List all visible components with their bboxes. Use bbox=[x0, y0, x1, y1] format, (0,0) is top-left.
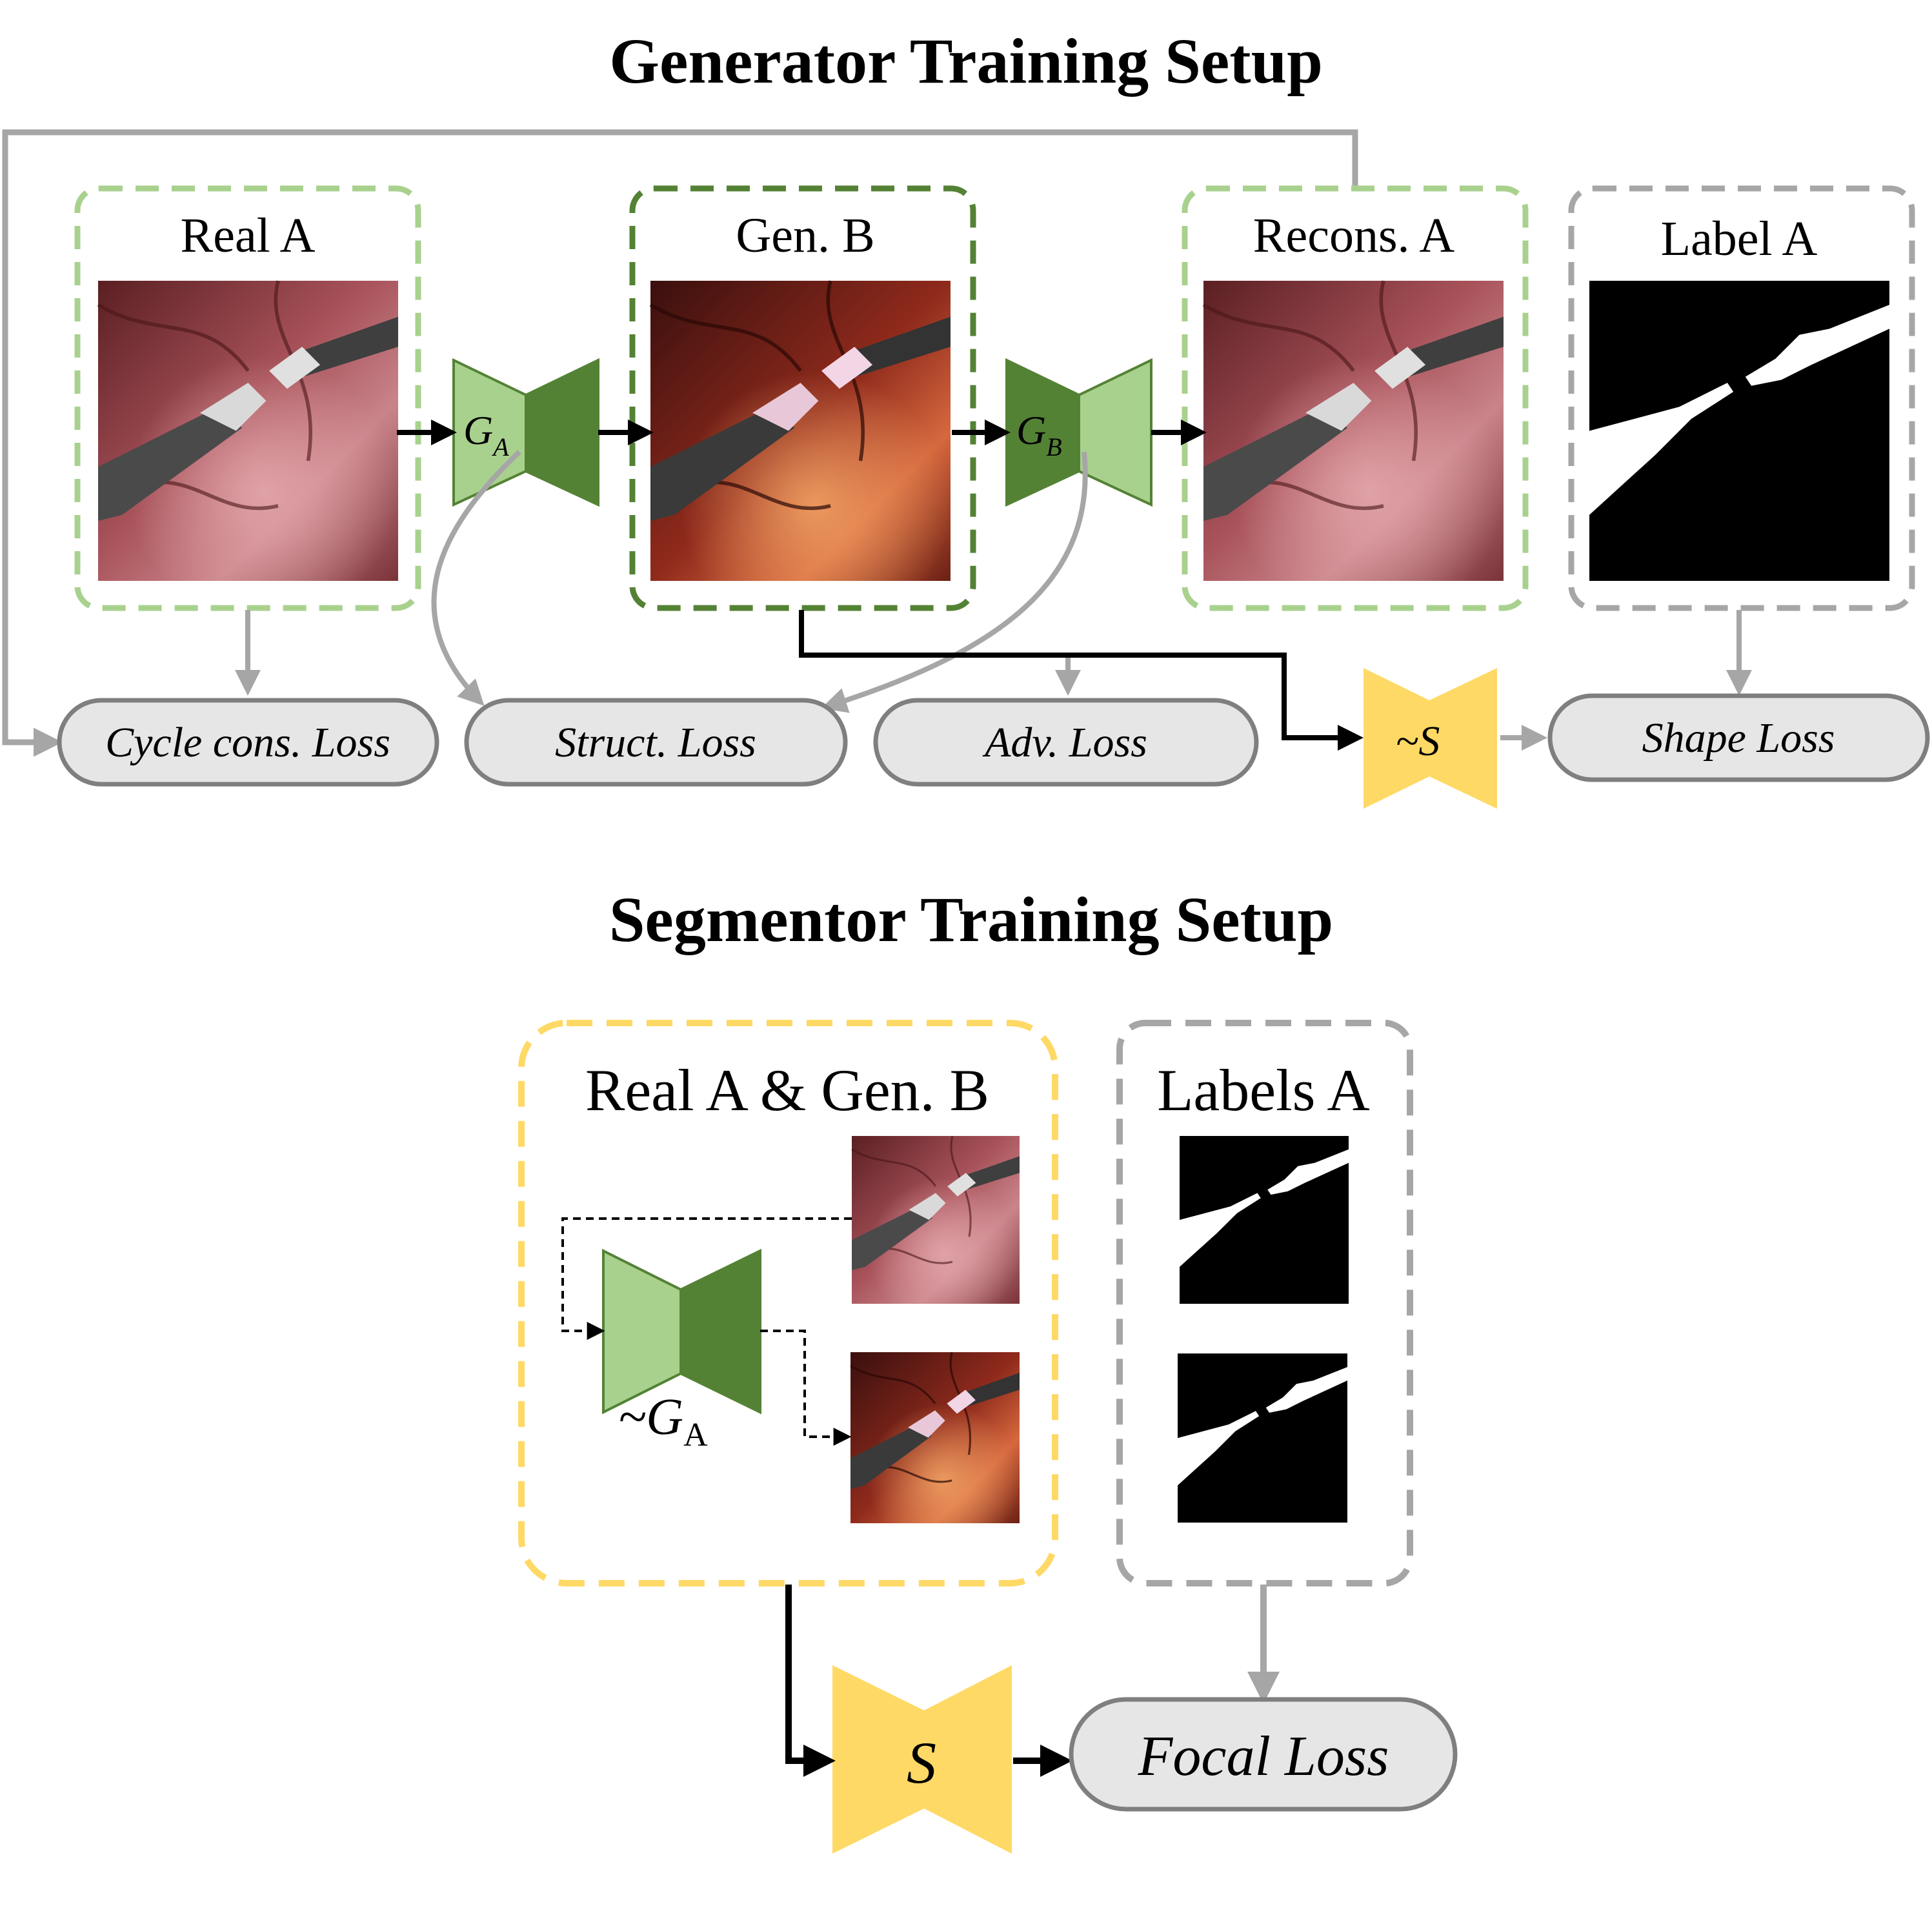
recons-a-image bbox=[1203, 281, 1504, 581]
labels-box bbox=[1116, 1020, 1413, 1586]
generator-gb-icon bbox=[1005, 358, 1152, 507]
curve-gb-to-struct bbox=[821, 451, 1088, 713]
adv-loss-label: Adv. Loss bbox=[982, 719, 1147, 766]
focal-loss-label: Focal Loss bbox=[1138, 1725, 1389, 1788]
gen-b-image bbox=[650, 281, 951, 581]
shape-loss-label: Shape Loss bbox=[1642, 714, 1835, 762]
generator-title: Generator Training Setup bbox=[609, 25, 1323, 97]
cycle-loss-pill bbox=[57, 698, 439, 787]
real-a-label: Real A bbox=[181, 208, 316, 263]
cycle-loss-label: Cycle cons. Loss bbox=[105, 719, 390, 766]
struct-loss-label: Struct. Loss bbox=[555, 719, 756, 766]
segmentor-title: Segmentor Training Setup bbox=[609, 884, 1333, 955]
curve-ga-to-struct bbox=[431, 450, 521, 706]
gen-b-thumb bbox=[849, 1351, 1021, 1525]
gen-b-box bbox=[629, 185, 976, 611]
recons-a-label: Recons. A bbox=[1253, 208, 1455, 263]
ga-label: GA bbox=[463, 407, 509, 461]
images-box bbox=[518, 1020, 1058, 1586]
cycle-feedback-connector bbox=[2, 129, 1358, 757]
recons-a-box bbox=[1182, 185, 1529, 611]
segmentor-label: S bbox=[907, 1730, 936, 1796]
shape-loss-pill bbox=[1547, 693, 1930, 782]
label-a-label: Label A bbox=[1661, 212, 1818, 266]
arrow-images-to-seg bbox=[785, 1585, 836, 1777]
segmentor-copy-icon bbox=[1363, 668, 1497, 809]
focal-loss-pill bbox=[1069, 1697, 1458, 1812]
labels-label: Labels A bbox=[1157, 1057, 1370, 1123]
dashed-real-to-ga bbox=[561, 1217, 852, 1340]
label-a-mask bbox=[1589, 281, 1889, 581]
generator-copy-label: ~GA bbox=[618, 1389, 708, 1454]
segmentor-copy-label: ~S bbox=[1396, 718, 1440, 765]
label-a-box bbox=[1568, 185, 1915, 611]
generator-copy-icon bbox=[602, 1248, 761, 1415]
real-a-thumb bbox=[850, 1135, 1021, 1305]
segmentor-icon bbox=[832, 1665, 1012, 1854]
generator-ga-icon bbox=[452, 358, 599, 507]
label-thumb-1 bbox=[1180, 1136, 1349, 1304]
gb-label: GB bbox=[1016, 407, 1062, 461]
struct-loss-pill bbox=[464, 698, 848, 787]
label-thumb-2 bbox=[1178, 1353, 1347, 1523]
adv-loss-pill bbox=[873, 698, 1259, 787]
gen-b-label: Gen. B bbox=[736, 208, 874, 263]
real-a-image bbox=[98, 281, 398, 581]
images-label: Real A & Gen. B bbox=[585, 1057, 989, 1123]
dashed-ga-to-genb bbox=[760, 1330, 852, 1446]
arrow-genb-to-seg bbox=[799, 610, 1363, 751]
real-a-box bbox=[74, 185, 421, 611]
